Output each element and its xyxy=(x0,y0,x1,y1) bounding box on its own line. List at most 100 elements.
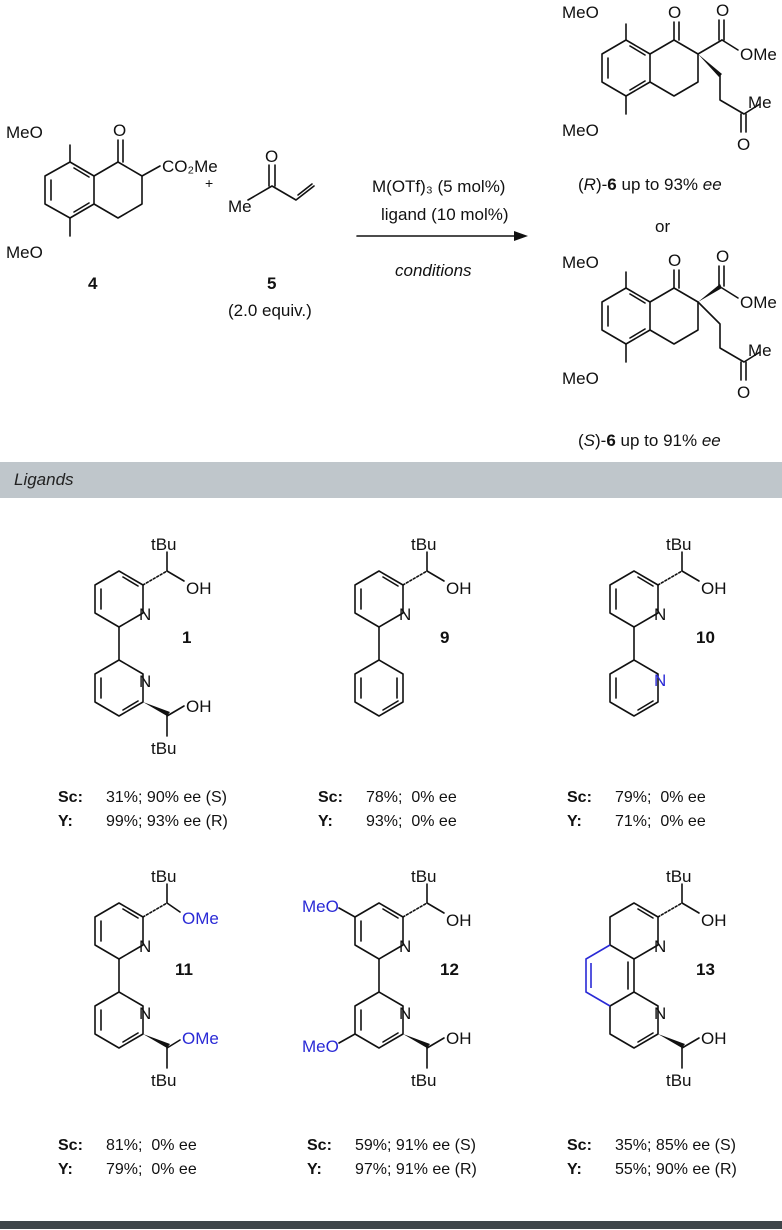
ligand-12-n-top: N xyxy=(399,937,411,956)
ligand-11-n-bottom: N xyxy=(139,1004,151,1023)
ligand-9-number: 9 xyxy=(440,628,449,647)
ligands-banner-title: Ligands xyxy=(14,470,74,489)
ligand-11-sc-row: Sc:81%; 0% ee xyxy=(58,1137,197,1154)
product-r-meo-top: MeO xyxy=(562,3,599,22)
ligand-12-number: 12 xyxy=(440,960,459,979)
ligand-9-y-row: Y:93%; 0% ee xyxy=(318,813,457,830)
ligand-12-meo-top: MeO xyxy=(302,897,339,916)
ligand-1-results: Sc:31%; 90% ee (S) Y:99%; 93% ee (R) xyxy=(58,786,228,834)
product-r-me: Me xyxy=(748,93,772,112)
ligand-1-y-row: Y:99%; 93% ee (R) xyxy=(58,813,228,830)
ligand-12-tbu-bottom: tBu xyxy=(411,1071,437,1090)
ligand-1-n-top: N xyxy=(139,605,151,624)
or-text: or xyxy=(655,217,670,236)
ligand-12-n-bottom: N xyxy=(399,1004,411,1023)
ligand-1-number: 1 xyxy=(182,628,191,647)
ligand-12-oh-top: OH xyxy=(446,911,472,930)
reactant-5-oxo: O xyxy=(265,147,278,166)
product-s-acyl-o: O xyxy=(737,383,750,402)
ligand-11-ome-top: OMe xyxy=(182,909,219,928)
ligand-12-results: Sc:59%; 91% ee (S) Y:97%; 91% ee (R) xyxy=(307,1134,477,1182)
ligand-9-sc-row: Sc:78%; 0% ee xyxy=(318,789,457,806)
ligands-banner: Ligands xyxy=(0,462,782,498)
product-r-meo-bottom: MeO xyxy=(562,121,599,140)
ligand-10-n-highlight: N xyxy=(654,671,666,690)
product-r-6: MeO MeO O O OMe Me O (R)-6 up to 93% ee xyxy=(562,1,777,194)
ligand-9-structure: tBu OH N 9 xyxy=(354,535,472,717)
reactant-4-meo-bottom: MeO xyxy=(6,243,43,262)
ligand-11-ome-bottom: OMe xyxy=(182,1029,219,1048)
product-s-ester-o: O xyxy=(716,247,729,266)
ligand-1-tbu-bottom: tBu xyxy=(151,739,177,758)
ligand-13-oh-top: OH xyxy=(701,911,727,930)
ligand-11-results: Sc:81%; 0% ee Y:79%; 0% ee xyxy=(58,1134,197,1182)
product-r-ketone-o: O xyxy=(668,3,681,22)
ligand-11-tbu-bottom: tBu xyxy=(151,1071,177,1090)
ligand-13-results: Sc:35%; 85% ee (S) Y:55%; 90% ee (R) xyxy=(567,1134,737,1182)
product-r-ester-o: O xyxy=(716,1,729,20)
product-s-ome: OMe xyxy=(740,293,777,312)
ligand-10-oh: OH xyxy=(701,579,727,598)
ligand-1-oh-bottom: OH xyxy=(186,697,212,716)
product-s-caption: (S)-6 up to 91% ee xyxy=(578,431,721,450)
reactant-5: O Me 5 (2.0 equiv.) xyxy=(228,147,315,320)
reactant-4-ester: CO₂Me xyxy=(162,157,218,176)
ligand-10-y-row: Y:71%; 0% ee xyxy=(567,813,706,830)
product-r-acyl-o: O xyxy=(737,135,750,154)
reactant-4-meo-top: MeO xyxy=(6,123,43,142)
product-r-caption: (R)-6 up to 93% ee xyxy=(578,175,722,194)
product-s-ketone-o: O xyxy=(668,251,681,270)
ligand-13-tbu-bottom: tBu xyxy=(666,1071,692,1090)
ligand-1-structure: tBu OH OH tBu N N 1 xyxy=(94,535,212,758)
bottom-rule xyxy=(0,1221,782,1229)
product-r-ome: OMe xyxy=(740,45,777,64)
reaction-arrow: M(OTf)₃ (5 mol%) ligand (10 mol%) condit… xyxy=(356,177,528,280)
ligand-10-n-top: N xyxy=(654,605,666,624)
ligand-12-structure: tBu OH MeO MeO OH tBu N N 12 xyxy=(302,867,472,1090)
ligand-9-oh: OH xyxy=(446,579,472,598)
reactant-5-equiv: (2.0 equiv.) xyxy=(228,301,312,320)
reactant-4-number: 4 xyxy=(88,274,98,293)
ligand-11-number: 11 xyxy=(175,960,193,979)
ligand-12-tbu-top: tBu xyxy=(411,867,437,886)
ligand-12-oh-bottom: OH xyxy=(446,1029,472,1048)
ligand-1-tbu-top: tBu xyxy=(151,535,177,554)
ligand-12-y-row: Y:97%; 91% ee (R) xyxy=(307,1161,477,1178)
ligand-1-oh-top: OH xyxy=(186,579,212,598)
conditions-label: conditions xyxy=(395,261,472,280)
plus-sign: + xyxy=(205,175,213,191)
product-s-meo-top: MeO xyxy=(562,253,599,272)
ligand-13-number: 13 xyxy=(696,960,715,979)
ligand-13-y-row: Y:55%; 90% ee (R) xyxy=(567,1161,737,1178)
conditions-ligand: ligand (10 mol%) xyxy=(381,205,509,224)
ligand-11-y-row: Y:79%; 0% ee xyxy=(58,1161,197,1178)
ligand-1-n-bottom: N xyxy=(139,672,151,691)
conditions-catalyst: M(OTf)₃ (5 mol%) xyxy=(372,177,505,196)
product-s-6: MeO MeO O O OMe Me O (S)-6 up to 91% ee xyxy=(562,247,777,450)
ligand-10-number: 10 xyxy=(696,628,715,647)
ligand-13-tbu-top: tBu xyxy=(666,867,692,886)
ligand-12-sc-row: Sc:59%; 91% ee (S) xyxy=(307,1137,476,1154)
reactant-4: MeO MeO O CO₂Me 4 xyxy=(6,121,218,293)
ligand-1-sc-row: Sc:31%; 90% ee (S) xyxy=(58,789,227,806)
product-s-me: Me xyxy=(748,341,772,360)
ligand-12-meo-bottom: MeO xyxy=(302,1037,339,1056)
ligand-9-tbu: tBu xyxy=(411,535,437,554)
ligand-13-n-top: N xyxy=(654,937,666,956)
ligand-10-tbu: tBu xyxy=(666,535,692,554)
ligand-10-sc-row: Sc:79%; 0% ee xyxy=(567,789,706,806)
ligand-10-structure: tBu OH N N 10 xyxy=(609,535,727,717)
reactant-5-methyl: Me xyxy=(228,197,252,216)
ligand-9-n: N xyxy=(399,605,411,624)
product-s-meo-bottom: MeO xyxy=(562,369,599,388)
ligand-9-results: Sc:78%; 0% ee Y:93%; 0% ee xyxy=(318,786,457,834)
ligand-13-n-bottom: N xyxy=(654,1004,666,1023)
ligand-13-structure: tBu OH OH tBu N N 13 xyxy=(585,867,727,1090)
ligand-13-oh-bottom: OH xyxy=(701,1029,727,1048)
ligand-11-structure: tBu OMe OMe tBu N N 11 xyxy=(94,867,219,1090)
ligand-13-sc-row: Sc:35%; 85% ee (S) xyxy=(567,1137,736,1154)
ligand-11-n-top: N xyxy=(139,937,151,956)
ligand-11-tbu-top: tBu xyxy=(151,867,177,886)
ligand-10-results: Sc:79%; 0% ee Y:71%; 0% ee xyxy=(567,786,706,834)
